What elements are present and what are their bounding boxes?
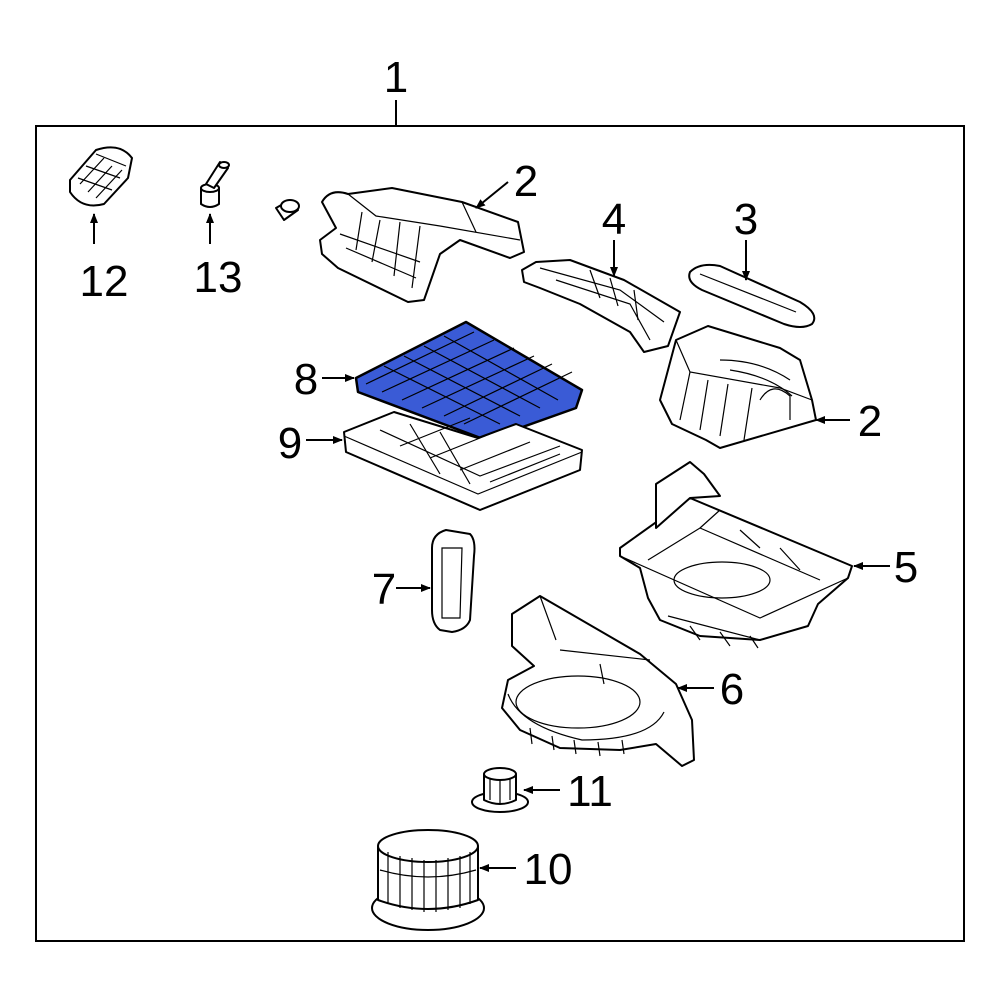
part-11-resistor[interactable] — [471, 767, 529, 813]
part-6-blower-housing[interactable] — [501, 595, 695, 767]
part-8-cabin-filter[interactable] — [354, 320, 584, 442]
callout-5[interactable]: 5 — [894, 543, 918, 592]
assembly-frame — [35, 125, 965, 942]
callout-10[interactable]: 10 — [524, 845, 573, 894]
part-4-duct[interactable] — [521, 259, 681, 353]
part-13-sensor[interactable] — [200, 161, 230, 208]
callout-8[interactable]: 8 — [294, 355, 318, 404]
part-3-seal[interactable] — [688, 263, 816, 328]
callout-2a[interactable]: 2 — [514, 157, 538, 206]
callout-4[interactable]: 4 — [602, 195, 626, 244]
callout-2a-leader — [475, 181, 509, 209]
callout-7[interactable]: 7 — [372, 565, 396, 614]
part-2-intake-housing[interactable] — [659, 325, 817, 449]
part-7-gasket[interactable] — [431, 529, 476, 633]
callout-6[interactable]: 6 — [720, 665, 744, 714]
callout-9[interactable]: 9 — [278, 419, 302, 468]
part-12-knob[interactable] — [69, 146, 133, 207]
callout-11[interactable]: 11 — [567, 767, 613, 816]
callout-13[interactable]: 13 — [194, 253, 243, 302]
callout-3[interactable]: 3 — [734, 195, 758, 244]
part-9-filter-frame[interactable] — [343, 411, 583, 511]
callout-12[interactable]: 12 — [80, 257, 129, 306]
callout-1[interactable]: 1 — [384, 53, 408, 102]
callout-2b[interactable]: 2 — [858, 397, 882, 446]
screw[interactable] — [275, 199, 300, 221]
part-10-blower-motor[interactable] — [371, 829, 485, 931]
part-2-upper-duct[interactable] — [319, 187, 525, 303]
part-5-lower-case[interactable] — [619, 461, 853, 649]
